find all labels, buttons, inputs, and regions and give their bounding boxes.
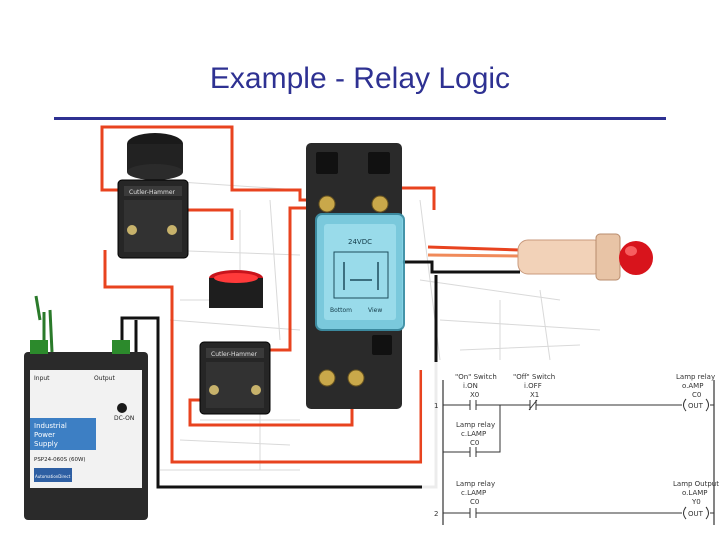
relay-view-label: View — [368, 307, 382, 314]
rung2-element1-tag: c.LAMP — [461, 489, 486, 497]
title-underline — [54, 117, 666, 120]
black-wire-relay-to-lamp — [385, 260, 520, 274]
off-switch-brand: Cutler-Hammer — [211, 351, 258, 358]
psu-name-line1: Industrial — [34, 422, 67, 430]
rung1-output: OUT — [688, 402, 704, 410]
rung1-element3-name: Lamp relay — [676, 373, 715, 381]
ladder-rung-2: 2 Lamp relay c.LAMP C0 Lamp Output o.LAM… — [434, 480, 719, 520]
off-pushbutton: Cutler-Hammer — [199, 270, 271, 415]
rung1-element1-tag: i.ON — [463, 382, 478, 390]
red-wire-off-switch-loop — [188, 395, 354, 427]
rung1-branch-name: Lamp relay — [456, 421, 495, 429]
rung2-element2-address: Y0 — [691, 498, 701, 506]
rung1-element3-address: C0 — [692, 391, 701, 399]
background-schematic — [149, 179, 601, 471]
rung-number: 2 — [434, 510, 438, 518]
relay-bottom-label: Bottom — [330, 307, 352, 314]
psu-brand: AutomationDirect — [35, 474, 71, 479]
psu-name-line3: Supply — [34, 440, 58, 448]
rung1-element2-tag: i.OFF — [524, 382, 542, 390]
power-supply: Input Output DC-ON Industrial Power Supp… — [24, 295, 148, 520]
rung1-element3-tag: o.AMP — [682, 382, 703, 390]
rung1-element1-name: "On" Switch — [455, 373, 497, 381]
rung1-branch-tag: c.LAMP — [461, 430, 486, 438]
rung1-branch-address: C0 — [470, 439, 479, 447]
relay-rating: 24VDC — [348, 238, 372, 246]
red-wire-on-switch-to-relay — [100, 125, 320, 202]
red-wire-off-switch-to-relay — [258, 206, 318, 352]
psu-dc-ok-label: DC-ON — [114, 415, 134, 422]
rung2-output: OUT — [688, 510, 704, 518]
rung2-element2-name: Lamp Output — [673, 480, 719, 488]
rung1-element1-address: X0 — [470, 391, 479, 399]
ladder-logic-panel: 1 "On" Switch i.ON X0 "Off" Switch i.OFF… — [422, 362, 720, 540]
rung1-element2-address: X1 — [530, 391, 539, 399]
lamp-leads — [427, 245, 521, 258]
on-switch-brand: Cutler-Hammer — [129, 189, 176, 196]
indicator-lamp — [517, 233, 653, 281]
red-wire-left-loop — [103, 250, 423, 464]
psu-name-line2: Power — [34, 431, 55, 439]
rung2-element2-tag: o.LAMP — [682, 489, 708, 497]
on-pushbutton: Cutler-Hammer — [117, 133, 189, 259]
psu-input-label: Input — [34, 375, 50, 382]
ladder-rung-1: 1 "On" Switch i.ON X0 "Off" Switch i.OFF… — [434, 373, 715, 457]
rung2-element1-name: Lamp relay — [456, 480, 495, 488]
ice-cube-relay: 24VDC Bottom View — [315, 213, 405, 331]
slide-title: Example - Relay Logic — [209, 62, 511, 95]
rung-number: 1 — [434, 402, 438, 410]
rung2-element1-address: C0 — [470, 498, 479, 506]
rung1-element2-name: "Off" Switch — [513, 373, 555, 381]
psu-output-label: Output — [94, 375, 115, 382]
psu-part-number: PSP24-060S (60W) — [34, 457, 86, 463]
red-wire-on-switch-loop — [176, 208, 234, 240]
